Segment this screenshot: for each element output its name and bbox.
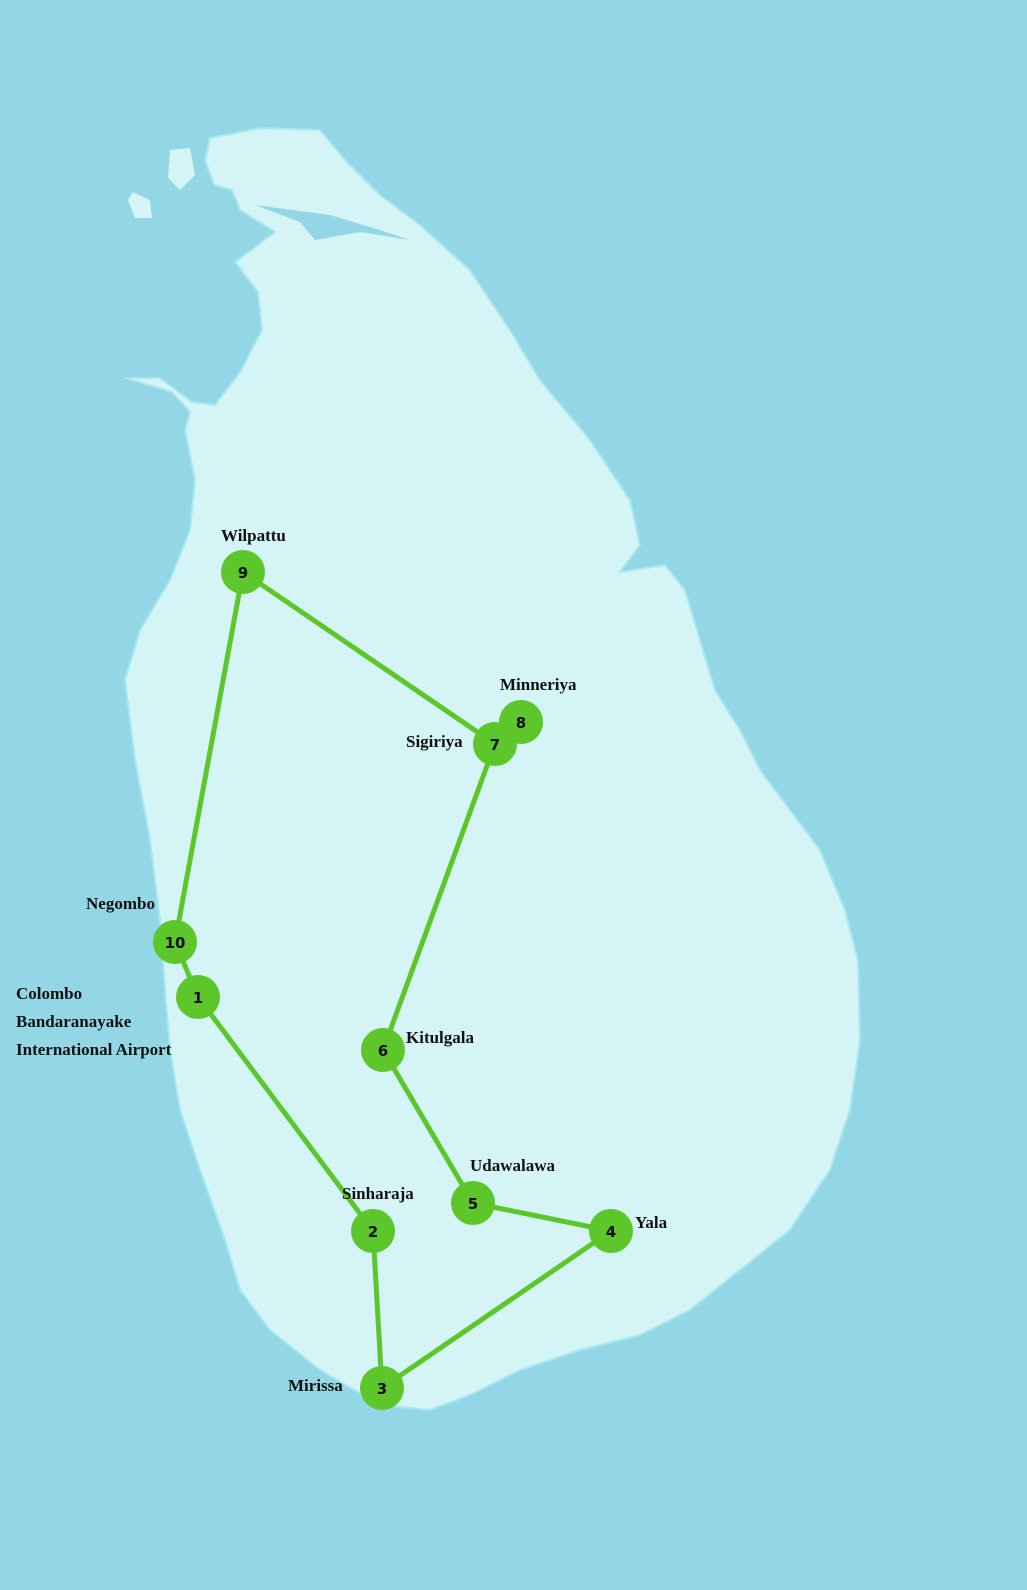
- marker-number: 9: [238, 564, 248, 582]
- label-line: International Airport: [16, 1040, 172, 1059]
- marker-circle: [221, 550, 265, 594]
- route-segment: [241, 569, 497, 747]
- marker-circle: [451, 1181, 495, 1225]
- stop-label-8: Minneriya: [500, 675, 577, 694]
- marker-circle: [153, 920, 197, 964]
- marker-number: 4: [606, 1223, 616, 1241]
- marker-circle: [360, 1366, 404, 1410]
- stop-marker-4[interactable]: 4: [589, 1209, 633, 1253]
- stop-marker-1[interactable]: 1: [176, 975, 220, 1019]
- islet: [128, 192, 152, 218]
- marker-number: 8: [516, 714, 526, 732]
- stop-label-6: Kitulgala: [406, 1028, 475, 1047]
- stop-label-5: Udawalawa: [470, 1156, 556, 1175]
- mannar-lagoon: [255, 205, 410, 240]
- stop-marker-10[interactable]: 10: [153, 920, 197, 964]
- stop-label-9: Wilpattu: [221, 526, 286, 545]
- stop-marker-9[interactable]: 9: [221, 550, 265, 594]
- marker-number: 6: [378, 1042, 388, 1060]
- stop-label-4: Yala: [635, 1213, 668, 1232]
- marker-number: 7: [490, 736, 500, 754]
- marker-number: 1: [193, 989, 203, 1007]
- marker-number: 2: [368, 1223, 378, 1241]
- stop-label-10: Negombo: [86, 894, 155, 913]
- marker-number: 3: [377, 1380, 387, 1398]
- route-segment: [380, 743, 498, 1051]
- stop-marker-5[interactable]: 5: [451, 1181, 495, 1225]
- marker-number: 10: [165, 934, 186, 952]
- route-segment: [172, 571, 246, 943]
- route-segment: [380, 1228, 613, 1391]
- stop-marker-3[interactable]: 3: [360, 1366, 404, 1410]
- stop-marker-6[interactable]: 6: [361, 1028, 405, 1072]
- stop-label-7: Sigiriya: [406, 732, 463, 751]
- islet: [168, 148, 195, 190]
- marker-circle: [176, 975, 220, 1019]
- marker-circle: [499, 700, 543, 744]
- stop-marker-2[interactable]: 2: [351, 1209, 395, 1253]
- route-segment: [195, 995, 376, 1233]
- stop-label-2: Sinharaja: [342, 1184, 414, 1203]
- marker-circle: [589, 1209, 633, 1253]
- route-segment: [370, 1230, 385, 1389]
- label-line: Bandaranayake: [16, 1012, 132, 1031]
- sri-lanka-island: [123, 126, 862, 1412]
- route-segment: [472, 1200, 612, 1234]
- route-segment: [380, 1048, 476, 1205]
- label-line: Colombo: [16, 984, 83, 1003]
- marker-circle: [361, 1028, 405, 1072]
- stop-label-3: Mirissa: [288, 1376, 343, 1395]
- stop-marker-8[interactable]: 8: [499, 700, 543, 744]
- marker-circle: [351, 1209, 395, 1253]
- marker-number: 5: [468, 1195, 478, 1213]
